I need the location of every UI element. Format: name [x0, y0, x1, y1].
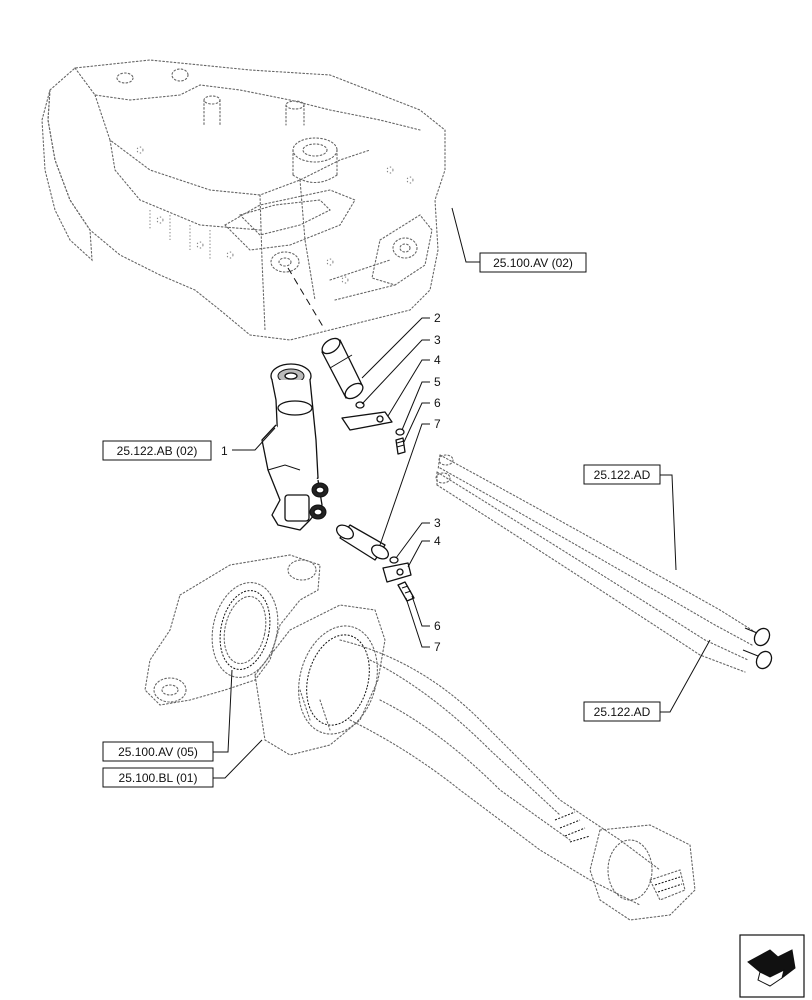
steering-cylinder: [261, 363, 329, 531]
assembly-axis-line: [287, 267, 326, 331]
callout-7: 7: [434, 417, 441, 431]
callout-2: 2: [434, 311, 441, 325]
lower-bolt: [397, 581, 415, 602]
svg-text:25.122.AD: 25.122.AD: [594, 468, 651, 482]
callout-5: 5: [434, 375, 441, 389]
upper-pivot-pin: [321, 337, 364, 400]
next-page-arrow-icon[interactable]: [739, 934, 805, 998]
leader-lines: [213, 207, 711, 779]
hydraulic-hoses: [435, 454, 773, 673]
callout-1: 1: [221, 444, 228, 458]
upper-bolt: [395, 437, 406, 455]
callout-3-lower: 3: [434, 516, 441, 530]
svg-text:25.100.BL (01): 25.100.BL (01): [119, 771, 198, 785]
axle-beam: [254, 604, 696, 921]
svg-text:25.100.AV (02): 25.100.AV (02): [493, 256, 573, 270]
swivel-housing: [144, 554, 321, 706]
callout-6: 6: [434, 396, 441, 410]
ref-frame-top[interactable]: 25.100.AV (02): [479, 252, 587, 273]
ref-cylinder[interactable]: 25.122.AB (02): [102, 440, 212, 461]
front-support-frame: [41, 59, 446, 341]
lower-retaining-plate: [382, 562, 412, 583]
callout-4-lower: 4: [434, 534, 441, 548]
svg-text:25.122.AD: 25.122.AD: [594, 705, 651, 719]
ref-hose-lower[interactable]: 25.122.AD: [583, 701, 661, 722]
lower-pivot-pin: [335, 524, 390, 561]
ref-ring-gear[interactable]: 25.100.AV (05): [102, 741, 214, 762]
ref-axle[interactable]: 25.100.BL (01): [102, 767, 214, 788]
callout-6-lower: 6: [434, 619, 441, 633]
upper-retaining-plate: [341, 411, 393, 431]
callout-4: 4: [434, 353, 441, 367]
svg-text:25.122.AB (02): 25.122.AB (02): [117, 444, 198, 458]
svg-text:25.100.AV (05): 25.100.AV (05): [118, 745, 198, 759]
callout-3: 3: [434, 333, 441, 347]
callout-7-lower: 7: [434, 640, 441, 654]
lower-washer: [389, 556, 399, 564]
lock-washer: [395, 428, 405, 436]
ref-hose-upper[interactable]: 25.122.AD: [583, 464, 661, 485]
